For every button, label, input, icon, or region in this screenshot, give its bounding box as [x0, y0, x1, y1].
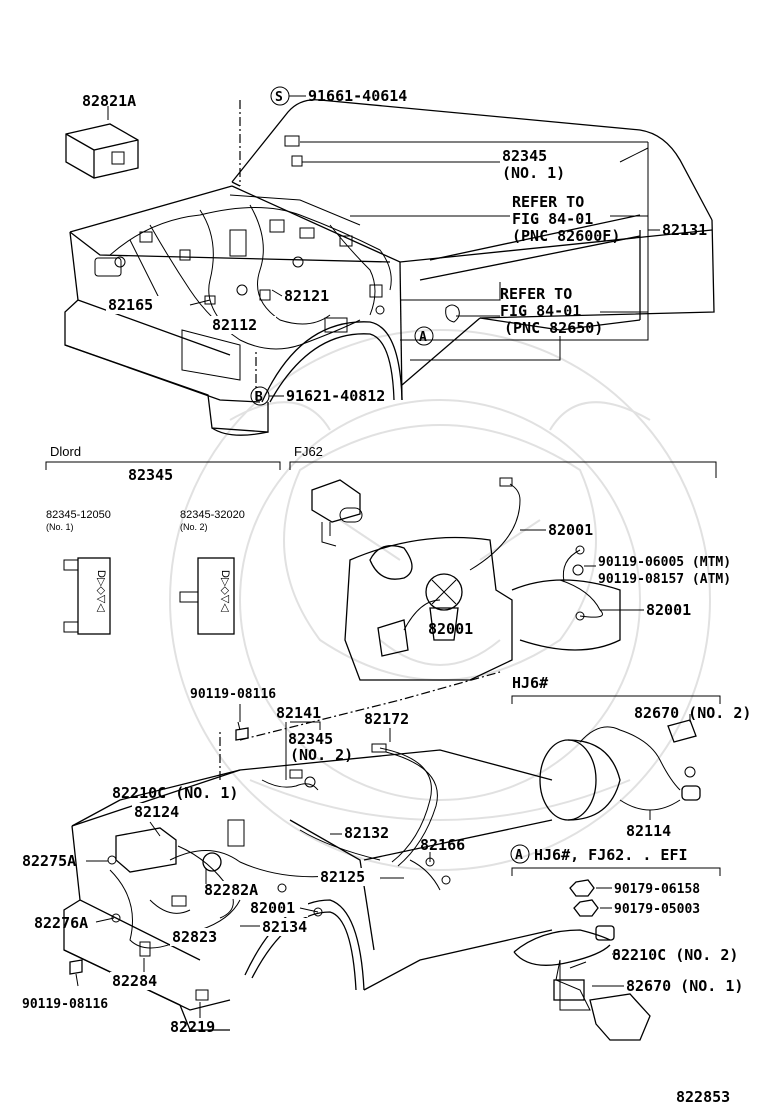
label-90119-06005-mtm: 90119-06005 (MTM)	[598, 555, 731, 570]
bolt-marker: B	[255, 390, 263, 405]
label-82125: 82125	[320, 868, 365, 886]
screw-icon	[235, 721, 249, 741]
label-90119-08116-bottom: 90119-08116	[22, 997, 108, 1012]
label-82141: 82141	[276, 704, 321, 722]
relay-icon	[284, 135, 300, 147]
wire-harness-icon	[114, 219, 385, 333]
nut-icon	[573, 899, 599, 917]
label-82166: 82166	[420, 836, 465, 854]
label-82345-no2: 82345	[288, 730, 333, 748]
label-82132: 82132	[344, 824, 389, 842]
label-91661-40614: 91661-40614	[308, 87, 407, 105]
marker-a-top: A	[419, 330, 427, 345]
relay1-part: 82345-12050	[46, 509, 111, 521]
label-82134: 82134	[262, 918, 307, 936]
relay1-note: (No. 1)	[46, 522, 74, 532]
label-90119-08157-atm: 90119-08157 (ATM)	[598, 572, 731, 587]
label-fig-84-01-2: FIG 84-01	[500, 302, 581, 320]
label-82670-no1: 82670 (NO. 1)	[626, 977, 743, 995]
starter-motor-drawing	[539, 719, 701, 821]
label-82124: 82124	[134, 803, 179, 821]
label-90119-08116-top: 90119-08116	[190, 687, 276, 702]
label-82219: 82219	[170, 1018, 215, 1036]
label-82121: 82121	[284, 287, 329, 305]
label-82165: 82165	[108, 296, 153, 314]
label-82345-no1: 82345	[502, 147, 547, 165]
efi-harness-drawing	[513, 925, 651, 1041]
label-82275A: 82275A	[22, 852, 76, 870]
label-82210C-no2: 82210C (NO. 2)	[612, 946, 738, 964]
label-82670-no2: 82670 (NO. 2)	[634, 704, 751, 722]
grommet-icon	[445, 304, 460, 323]
relay2-note: (No. 2)	[180, 522, 208, 532]
relay1-glyphs: D▷◇▽◁	[95, 570, 107, 612]
screw-marker: S	[275, 90, 283, 105]
watermark-logo	[169, 329, 711, 871]
label-refer-to-1: REFER TO	[512, 193, 584, 211]
label-refer-to-2: REFER TO	[500, 285, 572, 303]
label-82001-c: 82001	[646, 601, 691, 619]
engine-drawing	[311, 477, 621, 681]
label-91621-40812: 91621-40812	[286, 387, 385, 405]
relay-icon	[291, 155, 303, 167]
bolt-icon: B	[250, 386, 270, 406]
label-pnc-82600F: (PNC 82600F)	[512, 227, 620, 245]
relay-icon: D▷◇▽◁	[63, 557, 111, 635]
label-82821A: 82821A	[82, 92, 136, 110]
top-vehicle-drawing	[64, 99, 715, 436]
label-82282A: 82282A	[204, 881, 258, 899]
label-82114: 82114	[626, 822, 671, 840]
label-82001-bottom: 82001	[250, 899, 295, 917]
label-82172: 82172	[364, 710, 409, 728]
label-pnc-82650: (PNC 82650)	[504, 319, 603, 337]
fj62-heading: FJ62	[294, 444, 323, 459]
label-82112: 82112	[212, 316, 257, 334]
relay-icon: D▷◇▽◁	[179, 557, 235, 635]
screw-icon: S	[270, 86, 290, 106]
efi-heading: HJ6#, FJ62. . EFI	[534, 846, 688, 864]
label-82345-no2-note: (NO. 2)	[290, 746, 353, 764]
relay2-part: 82345-32020	[180, 509, 245, 521]
label-82210C-no1: 82210C (NO. 1)	[112, 784, 238, 802]
label-fig-84-01-1: FIG 84-01	[512, 210, 593, 228]
figure-number: 822853	[676, 1088, 730, 1106]
label-90179-06158: 90179-06158	[614, 882, 700, 897]
label-82823: 82823	[172, 928, 217, 946]
label-82001-b: 82001	[428, 620, 473, 638]
relay-icon	[65, 106, 139, 179]
nut-icon	[569, 879, 595, 897]
screw-icon	[69, 959, 83, 987]
label-82276A: 82276A	[34, 914, 88, 932]
label-82001-a: 82001	[548, 521, 593, 539]
marker-a-efi: A	[515, 848, 523, 863]
dlord-group-82345: 82345	[128, 466, 173, 484]
relay2-glyphs: D▷◇▽◁	[219, 570, 231, 612]
dlord-heading: Dlord	[50, 444, 81, 459]
hj6-heading: HJ6#	[512, 674, 548, 692]
label-82131: 82131	[662, 221, 707, 239]
label-82284: 82284	[112, 972, 157, 990]
label-82345-no1-note: (NO. 1)	[502, 164, 565, 182]
label-90179-05003: 90179-05003	[614, 902, 700, 917]
